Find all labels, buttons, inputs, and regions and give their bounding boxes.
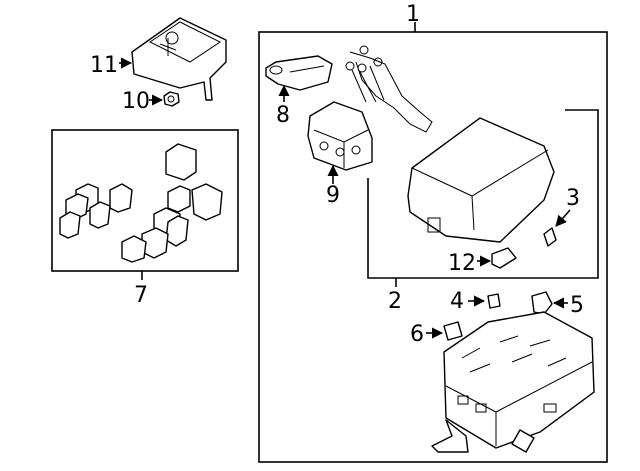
- callout-9: 9: [326, 183, 340, 208]
- connector-part-4: [487, 293, 501, 309]
- callout-8: 8: [276, 103, 290, 128]
- callout-1: 1: [406, 2, 420, 27]
- callout-6: 6: [410, 322, 424, 347]
- callout-3: 3: [566, 186, 580, 211]
- relay-set-7: [59, 143, 223, 263]
- relay-group-7-frame: [51, 129, 239, 280]
- callout-2: 2: [388, 289, 402, 314]
- battery-cable-harness: [345, 45, 433, 133]
- callout-4: 4: [450, 289, 464, 314]
- junction-block-part-9: [307, 101, 373, 171]
- callout-7: 7: [134, 283, 148, 308]
- cover-part-2: [407, 117, 555, 243]
- callout-11: 11: [90, 53, 118, 78]
- leader-3: [555, 209, 571, 227]
- connector-part-5: [531, 291, 553, 315]
- fuse-puller-part-12: [491, 247, 517, 269]
- callout-12: 12: [448, 251, 476, 276]
- top-cover-part-11: [131, 17, 227, 101]
- callout-10: 10: [122, 89, 150, 114]
- fuse-box-lower-body: [431, 311, 595, 453]
- fuse-part-3: [543, 227, 557, 247]
- callout-5: 5: [570, 293, 584, 318]
- nut-part-10: [163, 91, 180, 107]
- connector-part-6: [443, 321, 463, 341]
- cover-2-frame: [367, 109, 599, 287]
- bracket-part-8: [265, 55, 333, 91]
- assembly-1-frame: [258, 22, 608, 463]
